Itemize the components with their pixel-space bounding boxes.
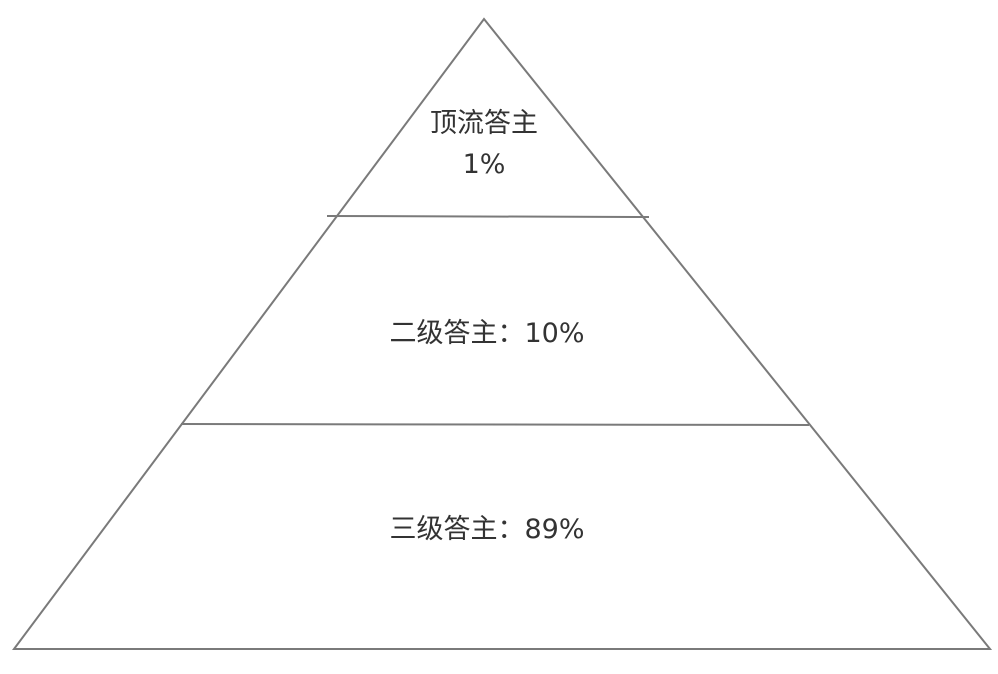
pyramid-outline — [12, 17, 993, 650]
level-bottom-label: 三级答主：89% — [389, 514, 585, 545]
level-top-label: 顶流答主 1% — [384, 104, 584, 185]
level-top-value: 1% — [462, 148, 506, 180]
divider-middle — [180, 423, 810, 426]
divider-top — [326, 215, 650, 218]
level-top-name: 顶流答主 — [430, 108, 538, 139]
level-middle-label: 二级答主：10% — [389, 318, 585, 349]
